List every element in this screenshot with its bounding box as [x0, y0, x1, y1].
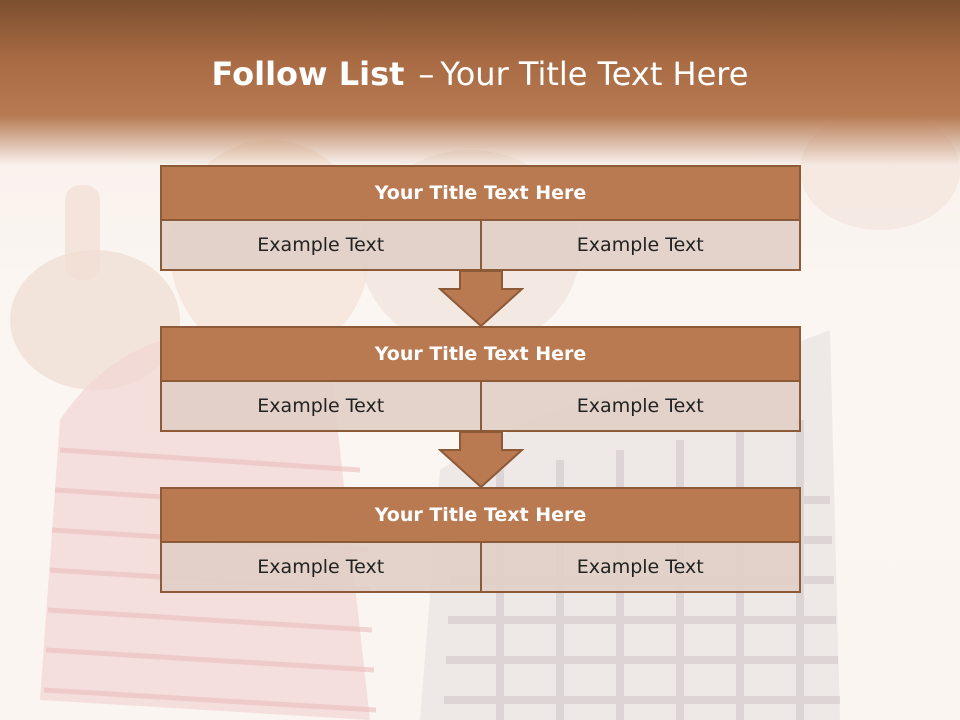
step-1-row: Example Text Example Text [160, 221, 801, 271]
step-3-left-cell[interactable]: Example Text [160, 543, 482, 593]
down-arrow-icon [438, 271, 524, 327]
header-band [0, 0, 960, 165]
title-dash: – [418, 55, 435, 93]
title-rest: Your Title Text Here [440, 55, 749, 93]
step-2-left-cell[interactable]: Example Text [160, 382, 482, 432]
step-3-row: Example Text Example Text [160, 543, 801, 593]
slide-title: Follow List–Your Title Text Here [0, 55, 960, 93]
step-2: Your Title Text Here Example Text Exampl… [160, 326, 801, 432]
step-3-title[interactable]: Your Title Text Here [160, 487, 801, 543]
step-2-right-cell[interactable]: Example Text [479, 382, 801, 432]
step-1-right-cell[interactable]: Example Text [479, 221, 801, 271]
down-arrow-icon [438, 432, 524, 488]
step-2-row: Example Text Example Text [160, 382, 801, 432]
step-1: Your Title Text Here Example Text Exampl… [160, 165, 801, 271]
step-3: Your Title Text Here Example Text Exampl… [160, 487, 801, 593]
title-bold: Follow List [211, 55, 405, 93]
step-1-title[interactable]: Your Title Text Here [160, 165, 801, 221]
step-2-title[interactable]: Your Title Text Here [160, 326, 801, 382]
step-3-right-cell[interactable]: Example Text [479, 543, 801, 593]
step-1-left-cell[interactable]: Example Text [160, 221, 482, 271]
